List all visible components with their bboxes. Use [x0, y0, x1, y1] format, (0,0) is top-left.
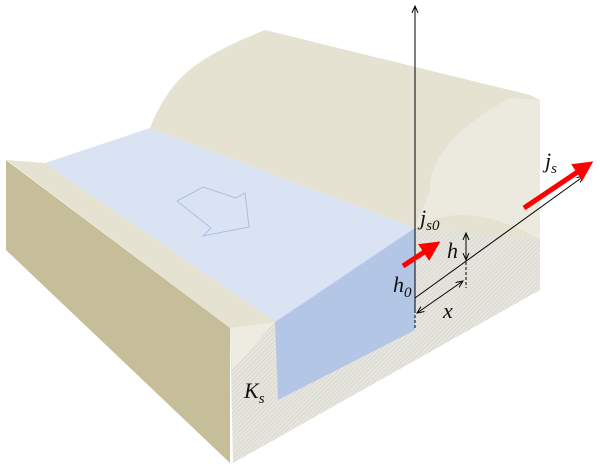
flow-direction-icon	[176, 186, 250, 237]
left-bank-top	[7, 160, 275, 328]
downstream-axis	[414, 176, 584, 299]
water-front	[275, 228, 415, 400]
label-x: x	[443, 298, 453, 323]
bevel-front	[230, 322, 275, 370]
x-dimension-arrow	[417, 281, 463, 313]
label-Ks: Ks	[244, 378, 265, 407]
label-h: h	[447, 238, 458, 263]
label-js: js	[545, 148, 557, 177]
water-surface	[45, 128, 415, 322]
flux-arrow-js	[522, 161, 594, 211]
label-h0: h0	[393, 272, 412, 301]
right-bank-face	[415, 98, 540, 240]
left-soil-side	[6, 160, 230, 463]
label-js0: js0	[420, 205, 440, 234]
flux-arrow-js0	[401, 241, 441, 269]
